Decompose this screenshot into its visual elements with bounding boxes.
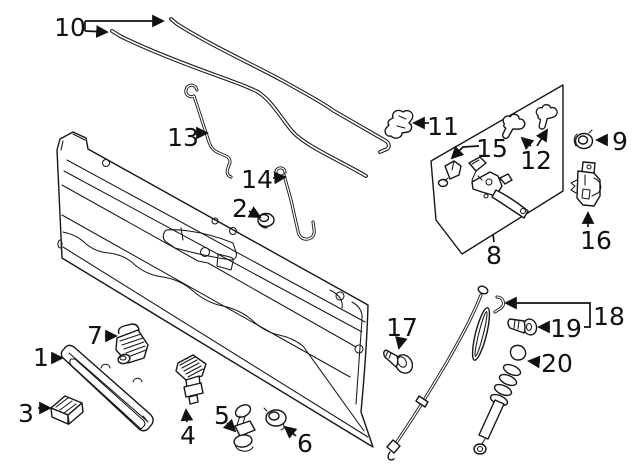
part-15-clip [437, 160, 462, 188]
callout-label-13[interactable]: 13 [167, 123, 199, 152]
callout-label-8[interactable]: 8 [486, 241, 502, 270]
tailgate-stamped-contour [62, 231, 365, 432]
callout-label-15[interactable]: 15 [476, 134, 508, 163]
leader-line [272, 171, 287, 185]
callout-2[interactable]: 2 [232, 194, 262, 223]
part-18-cable-assembly [386, 285, 506, 461]
leader-line [520, 136, 535, 150]
callout-label-16[interactable]: 16 [580, 226, 612, 255]
leader-line [527, 355, 541, 369]
part-16-latch [570, 161, 602, 207]
callout-16[interactable]: 16 [580, 211, 612, 255]
part-19-bolt [507, 318, 538, 336]
part-10-release-rod-lower [110, 29, 368, 178]
part-10-release-rod-upper [169, 17, 391, 154]
leader-line [535, 128, 549, 147]
tailgate-handle-pocket [162, 229, 237, 261]
tailgate-hole [211, 217, 219, 225]
callout-1[interactable]: 1 [33, 343, 64, 372]
tailgate-corner-tab [60, 133, 86, 151]
part-2-rod-clip-nut [257, 212, 275, 229]
callout-6[interactable]: 6 [283, 425, 313, 458]
tailgate-top-rail-line-1 [66, 159, 366, 323]
leader-line [222, 418, 237, 433]
tailgate-hole [57, 239, 63, 249]
callout-label-3[interactable]: 3 [18, 399, 34, 428]
callout-label-10[interactable]: 10 [54, 13, 86, 42]
cable-sleeve [415, 395, 429, 408]
tailgate-hole [228, 226, 238, 236]
callout-label-6[interactable]: 6 [297, 429, 313, 458]
part-17-bolt [383, 349, 414, 374]
callout-9[interactable]: 9 [595, 127, 628, 156]
callout-label-5[interactable]: 5 [214, 401, 230, 430]
callout-7[interactable]: 7 [87, 321, 118, 350]
part-tailgate-panel [56, 131, 374, 448]
tailgate-top-rail-line-2 [63, 170, 363, 333]
part-4-release-switch [175, 354, 207, 405]
callout-label-7[interactable]: 7 [87, 321, 103, 350]
leader-bracket [504, 296, 591, 328]
latch-mechanism [468, 156, 529, 219]
part-9-grommet [573, 129, 594, 150]
tailgate-hole [199, 246, 211, 258]
leader-line [247, 206, 262, 218]
callout-10[interactable]: 10 [54, 13, 165, 42]
callout-20[interactable]: 20 [527, 349, 573, 378]
callout-label-12[interactable]: 12 [520, 146, 552, 175]
leader-line [283, 425, 298, 439]
leader-line [180, 408, 194, 423]
tailgate-slot [216, 253, 234, 271]
callout-label-1[interactable]: 1 [33, 343, 49, 372]
part-20-damper [473, 344, 527, 455]
cable-loop [471, 307, 491, 361]
callout-12[interactable]: 12 [520, 128, 552, 175]
tailgate-mid-line [61, 214, 351, 378]
callout-3[interactable]: 3 [18, 399, 52, 428]
callout-11[interactable]: 11 [412, 112, 459, 141]
callout-4[interactable]: 4 [180, 408, 196, 450]
callout-17[interactable]: 17 [386, 313, 418, 350]
callout-8[interactable]: 8 [486, 233, 502, 270]
callout-label-18[interactable]: 18 [593, 302, 625, 331]
tailgate-outline [56, 131, 374, 448]
tailgate-hole [101, 158, 111, 168]
part-3-applique [50, 395, 84, 425]
part-5-striker-clip [233, 404, 256, 452]
tailgate-right-inner-edge [351, 301, 363, 405]
callout-18[interactable]: 18 [504, 296, 625, 331]
callout-14[interactable]: 14 [241, 165, 287, 194]
tailgate-bottom-line [62, 246, 369, 438]
callout-label-9[interactable]: 9 [612, 127, 628, 156]
leader-line [492, 233, 495, 243]
callout-15[interactable]: 15 [450, 134, 508, 163]
callout-label-19[interactable]: 19 [550, 314, 582, 343]
leader-line [84, 25, 109, 38]
tailgate-detail-tick [180, 227, 184, 241]
callout-label-2[interactable]: 2 [232, 194, 248, 223]
cable-end-fitting [386, 439, 401, 454]
callout-label-20[interactable]: 20 [541, 349, 573, 378]
part-6-nut [263, 407, 287, 431]
callout-label-14[interactable]: 14 [241, 165, 273, 194]
leader-line [450, 145, 480, 160]
callout-label-17[interactable]: 17 [386, 313, 418, 342]
callout-label-4[interactable]: 4 [180, 421, 196, 450]
callout-5[interactable]: 5 [214, 401, 237, 433]
callout-13[interactable]: 13 [167, 123, 209, 152]
callout-19[interactable]: 19 [537, 314, 582, 343]
part-7-camera [115, 323, 149, 365]
callout-label-11[interactable]: 11 [427, 112, 459, 141]
tailgate-top-rail-line-3 [61, 184, 357, 348]
tailgate-hole [335, 291, 345, 301]
leader-line [395, 336, 408, 350]
tailgate-latch-detail [329, 289, 343, 309]
tailgate-hole [354, 344, 364, 354]
part-14-latch-rod [274, 166, 316, 241]
part-11-rod-clip [384, 109, 414, 139]
